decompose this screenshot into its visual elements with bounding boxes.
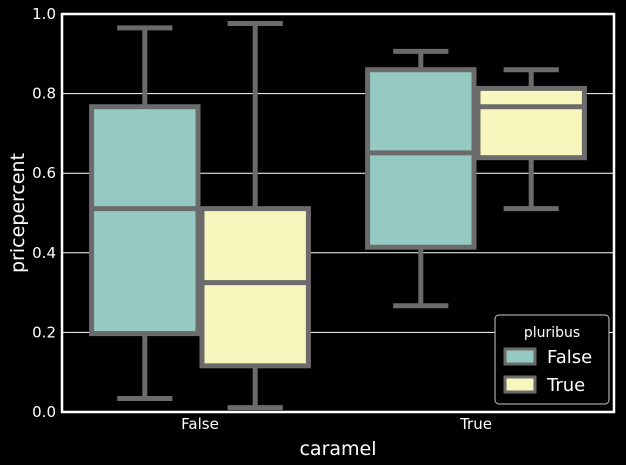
legend-title: pluribus [524, 325, 580, 341]
box-iqr [365, 67, 477, 250]
box-iqr [89, 104, 201, 337]
box-true-0 [199, 21, 311, 411]
y-tick-label-4: 0.8 [32, 85, 56, 103]
y-axis-title: pricepercent [7, 153, 29, 273]
y-tick-label-3: 0.6 [32, 164, 56, 182]
y-tick-label-0: 0.0 [32, 403, 56, 421]
legend-swatch-1 [503, 375, 537, 394]
legend-label-1: True [546, 375, 585, 396]
box-iqr [475, 85, 587, 161]
y-tick-label-2: 0.4 [32, 244, 56, 262]
box-false-1 [365, 48, 477, 309]
y-tick-label-5: 1.0 [32, 5, 56, 23]
legend-swatch-0 [503, 347, 537, 366]
y-tick-label-1: 0.2 [32, 323, 56, 341]
y-axis-ticks: 0.0 0.2 0.4 0.6 0.8 1.0 [32, 5, 56, 421]
x-tick-label-1: True [459, 415, 492, 433]
box-iqr [199, 206, 311, 369]
plot-frame [60, 12, 616, 414]
box-group [89, 21, 587, 411]
x-axis-ticks: False True [181, 415, 492, 433]
x-axis-title: caramel [299, 438, 376, 460]
box-false-0 [89, 25, 201, 401]
box-true-1 [475, 67, 587, 212]
legend-label-0: False [547, 347, 592, 368]
x-tick-label-0: False [181, 415, 219, 433]
